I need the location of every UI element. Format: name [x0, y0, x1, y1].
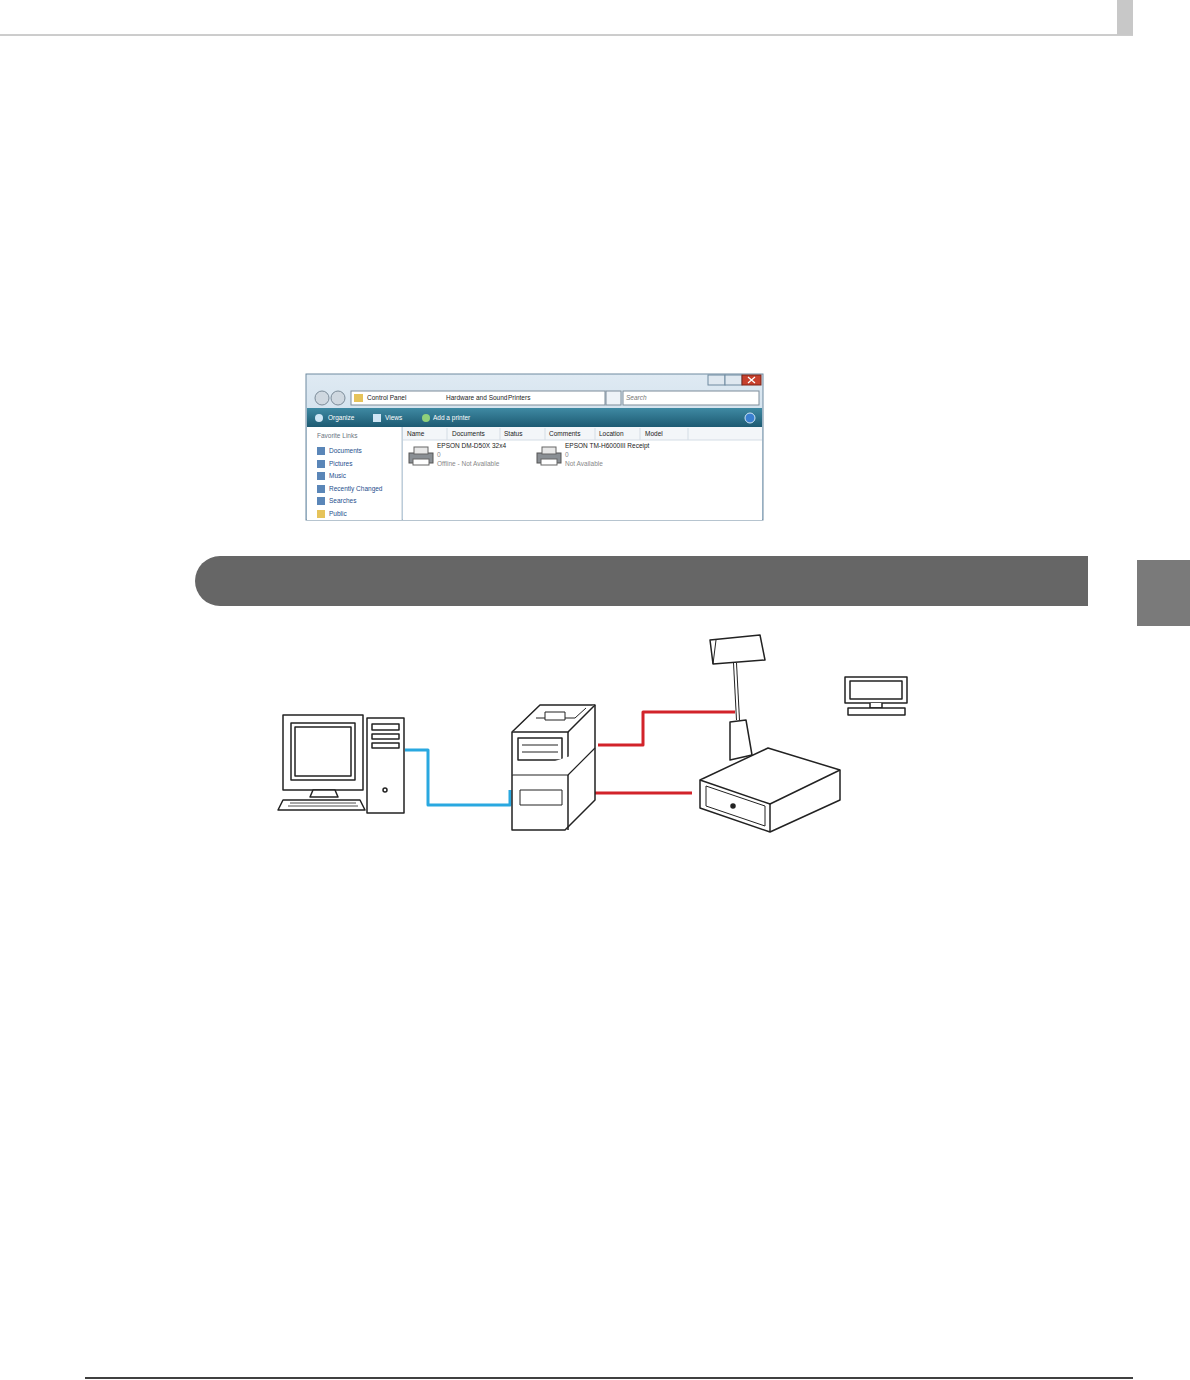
toolbar-button: Organize — [328, 414, 354, 422]
favorite-link: Music — [329, 472, 346, 480]
display-cable — [598, 712, 735, 745]
pane-heading: Favorite Links — [317, 432, 357, 440]
breadcrumb: Hardware and Sound — [446, 394, 507, 402]
favorite-link: Documents — [329, 447, 362, 455]
column-header: Location — [599, 430, 624, 438]
chapter-tab — [1137, 560, 1190, 626]
favorite-link: Pictures — [329, 460, 352, 468]
printers-window — [306, 374, 763, 520]
favorite-link: Public — [329, 510, 347, 518]
breadcrumb: Control Panel — [367, 394, 406, 402]
printer-status: Not Available — [565, 460, 603, 468]
column-header: Name — [407, 430, 424, 438]
column-header: Status — [504, 430, 522, 438]
favorite-link: Recently Changed — [329, 485, 382, 493]
toolbar-button: Views — [385, 414, 402, 422]
toolbar-button: Add a printer — [433, 414, 470, 422]
footer-rule — [85, 1377, 1133, 1379]
column-header: Model — [645, 430, 663, 438]
section-band — [195, 556, 1088, 606]
printer-name: EPSON TM-H6000III Receipt — [565, 442, 649, 450]
pos-printer — [512, 705, 595, 830]
printer-name: EPSON DM-D50X 32x4 — [437, 442, 506, 450]
header-rule — [0, 35, 1133, 36]
usb-cable — [405, 750, 510, 805]
search-box: Search — [626, 394, 647, 402]
connection-diagram — [278, 635, 907, 832]
job-count: 0 — [565, 451, 569, 459]
job-count: 0 — [437, 451, 441, 459]
drawer-cable — [592, 792, 692, 795]
computer — [278, 715, 404, 813]
cash-drawer — [700, 748, 840, 832]
column-header: Comments — [549, 430, 580, 438]
customer-display — [710, 635, 765, 760]
breadcrumb: Printers — [508, 394, 530, 402]
favorite-link: Searches — [329, 497, 356, 505]
printer-status: Offline - Not Available — [437, 460, 499, 468]
column-header: Documents — [452, 430, 485, 438]
header-tab — [1117, 0, 1133, 35]
small-monitor — [845, 677, 907, 715]
